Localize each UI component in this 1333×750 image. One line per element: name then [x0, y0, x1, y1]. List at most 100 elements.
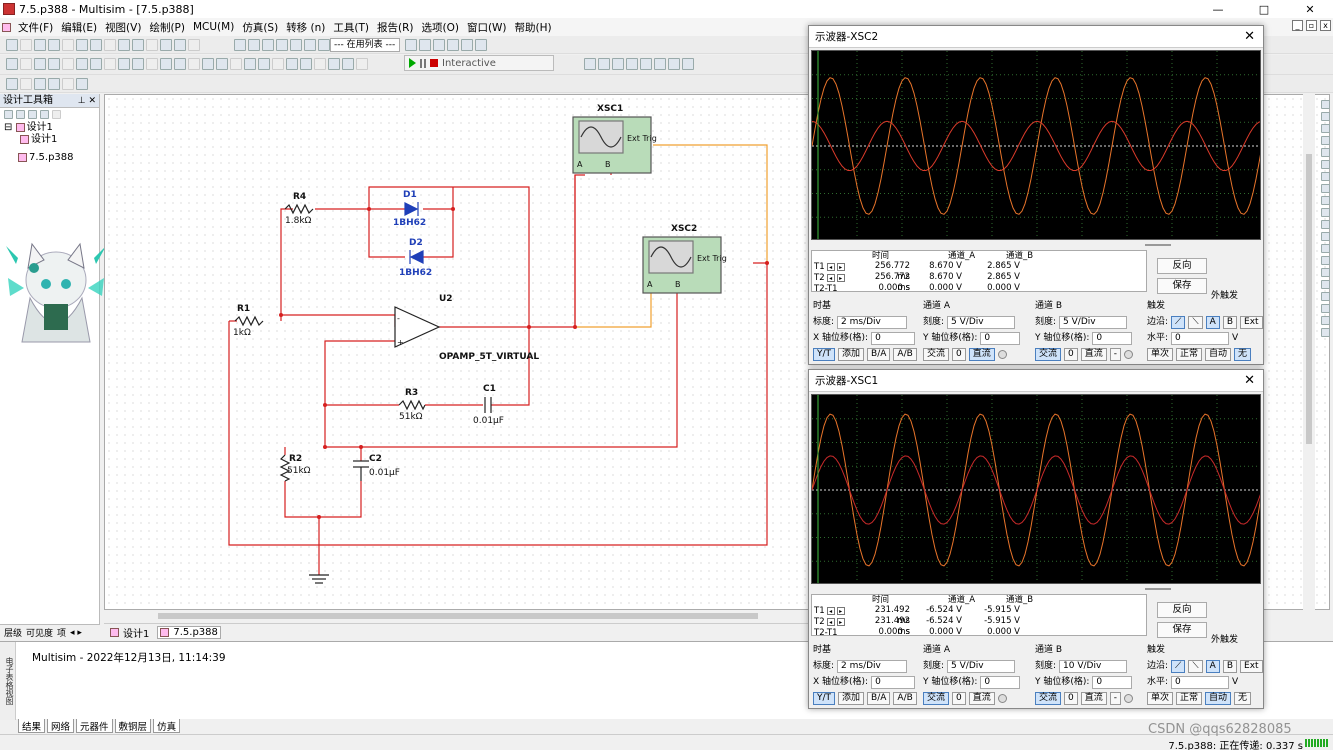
cursor-right-button[interactable]: ▸ [836, 263, 845, 271]
channel-b-coupling-1[interactable]: 0 [1064, 691, 1078, 705]
toolbar-icon[interactable] [640, 58, 652, 70]
toolbar-icon[interactable] [304, 39, 316, 51]
channel-a-ypos-field[interactable]: 0 [980, 331, 1021, 345]
toolbar-icon[interactable] [244, 58, 256, 70]
channel-b-coupling-2[interactable]: 直流 [1080, 691, 1107, 705]
toolbar-icon[interactable] [668, 58, 680, 70]
instrument-icon[interactable] [1321, 100, 1330, 109]
toolbar-icon[interactable] [188, 58, 200, 70]
toolbar-icon[interactable] [202, 58, 214, 70]
channel-b-coupling-0[interactable]: 交流 [1035, 347, 1062, 361]
toolbar-icon[interactable] [104, 39, 116, 51]
cursor-left-button[interactable]: ◂ [826, 263, 835, 271]
scope-close-icon[interactable]: ✕ [1244, 373, 1255, 388]
toolbar-icon[interactable] [433, 39, 445, 51]
toolbar-icon[interactable] [146, 58, 158, 70]
toolbar-icon[interactable] [76, 58, 88, 70]
tree-item-7-5-p388[interactable]: 7.5.p388 [4, 152, 99, 164]
toolbar-icon[interactable] [276, 39, 288, 51]
channel-a-coupling-1[interactable]: 0 [952, 347, 966, 361]
toolbar-icon[interactable] [356, 58, 368, 70]
toolbar-icon[interactable] [419, 39, 431, 51]
timebase-mode-3[interactable]: A/B [893, 691, 917, 705]
toolbar-icon[interactable] [216, 58, 228, 70]
channel-a-scale-field[interactable]: 5 V/Div [947, 315, 1016, 329]
instrument-icon[interactable] [1321, 184, 1330, 193]
toolbar-icon[interactable] [104, 58, 116, 70]
ext-trigger[interactable]: 外触发 [1211, 632, 1241, 645]
toolbar-icon[interactable] [258, 58, 270, 70]
menu-edit[interactable]: 编辑(E) [61, 21, 98, 34]
trigger-mode-2[interactable]: 自动 [1205, 347, 1232, 361]
toolbar-icon[interactable] [132, 39, 144, 51]
tab-results[interactable]: 结果 [18, 719, 46, 733]
mdi-minimize-button[interactable]: _ [1292, 20, 1303, 31]
channel-b-ypos-field[interactable]: 0 [1092, 675, 1133, 689]
toolbar-icon[interactable] [286, 58, 298, 70]
timebase-mode-3[interactable]: A/B [893, 347, 917, 361]
scope-screen[interactable] [811, 50, 1261, 240]
toolbar-icon[interactable] [300, 58, 312, 70]
toolbar-icon[interactable] [6, 39, 18, 51]
channel-a-scale-field[interactable]: 5 V/Div [947, 659, 1016, 673]
trigger-source-1[interactable]: B [1222, 659, 1238, 673]
toolbar-icon[interactable] [654, 58, 666, 70]
toolbar-icon[interactable] [160, 39, 172, 51]
toolbar-icon[interactable] [461, 39, 473, 51]
stop-icon[interactable] [430, 59, 438, 67]
falling-edge-button[interactable]: ⟍ [1188, 315, 1203, 329]
instrument-icon[interactable] [1321, 292, 1330, 301]
tab-scroll-arrows[interactable]: ◂ ▸ [70, 627, 82, 638]
tab-nets[interactable]: 网络 [47, 719, 75, 733]
minimize-button[interactable]: — [1212, 2, 1224, 16]
channel-a-coupling-1[interactable]: 0 [952, 691, 966, 705]
tab-components[interactable]: 元器件 [76, 719, 113, 733]
toolbar-icon[interactable] [318, 39, 330, 51]
toolbar-icon[interactable] [20, 58, 32, 70]
toolbar-icon[interactable] [598, 58, 610, 70]
vertical-scrollbar[interactable] [1303, 94, 1315, 610]
tab-project[interactable]: 项 [57, 629, 67, 639]
trigger-mode-0[interactable]: 单次 [1147, 691, 1174, 705]
instrument-icon[interactable] [1321, 160, 1330, 169]
scope-splitter[interactable] [1145, 244, 1171, 246]
tab-hierarchy[interactable]: 层级 [4, 629, 23, 639]
menu-view[interactable]: 视图(V) [105, 21, 142, 34]
toolbar-icon[interactable] [6, 58, 18, 70]
doc-tab-design1[interactable]: 设计1 [108, 625, 151, 640]
toolbar-icon[interactable] [34, 78, 46, 90]
timebase-mode-0[interactable]: Y/T [813, 691, 836, 705]
instrument-icon[interactable] [1321, 280, 1330, 289]
instrument-icon[interactable] [1321, 196, 1330, 205]
instrument-icon[interactable] [1321, 112, 1330, 121]
spreadsheet-view-label[interactable]: 电子表格视图 [0, 642, 16, 720]
save-icon[interactable] [28, 110, 37, 119]
cursor-right-button[interactable]: ▸ [836, 618, 845, 626]
inuse-list-select[interactable]: --- 在用列表 --- [330, 38, 400, 52]
instrument-icon[interactable] [1321, 244, 1330, 253]
scope-screen[interactable] [811, 394, 1261, 584]
toolbar-icon[interactable] [34, 39, 46, 51]
delete-icon[interactable] [52, 110, 61, 119]
trigger-source-0[interactable]: A [1205, 315, 1220, 329]
toolbar-icon[interactable] [290, 39, 302, 51]
toolbar-icon[interactable] [584, 58, 596, 70]
toolbar-icon[interactable] [160, 58, 172, 70]
mdi-close-button[interactable]: x [1320, 20, 1331, 31]
cursor-left-button[interactable]: ◂ [826, 274, 835, 282]
falling-edge-button[interactable]: ⟍ [1188, 659, 1203, 673]
scope-close-icon[interactable]: ✕ [1244, 29, 1255, 44]
toolbar-icon[interactable] [20, 78, 32, 90]
channel-a-coupling-0[interactable]: 交流 [923, 691, 950, 705]
mdi-restore-button[interactable]: ▫ [1306, 20, 1317, 31]
instrument-icon[interactable] [1321, 268, 1330, 277]
menu-window[interactable]: 窗口(W) [466, 21, 507, 34]
toolbar-icon[interactable] [174, 39, 186, 51]
close-button[interactable]: ✕ [1305, 2, 1315, 16]
trigger-level-field[interactable]: 0 [1171, 331, 1230, 345]
tab-simulation[interactable]: 仿真 [153, 719, 181, 733]
doc-tab-7-5-p388[interactable]: 7.5.p388 [157, 625, 221, 639]
trigger-source-1[interactable]: B [1222, 315, 1238, 329]
channel-b-terminal-icon[interactable] [1124, 349, 1134, 359]
trigger-mode-3[interactable]: 无 [1234, 347, 1252, 361]
